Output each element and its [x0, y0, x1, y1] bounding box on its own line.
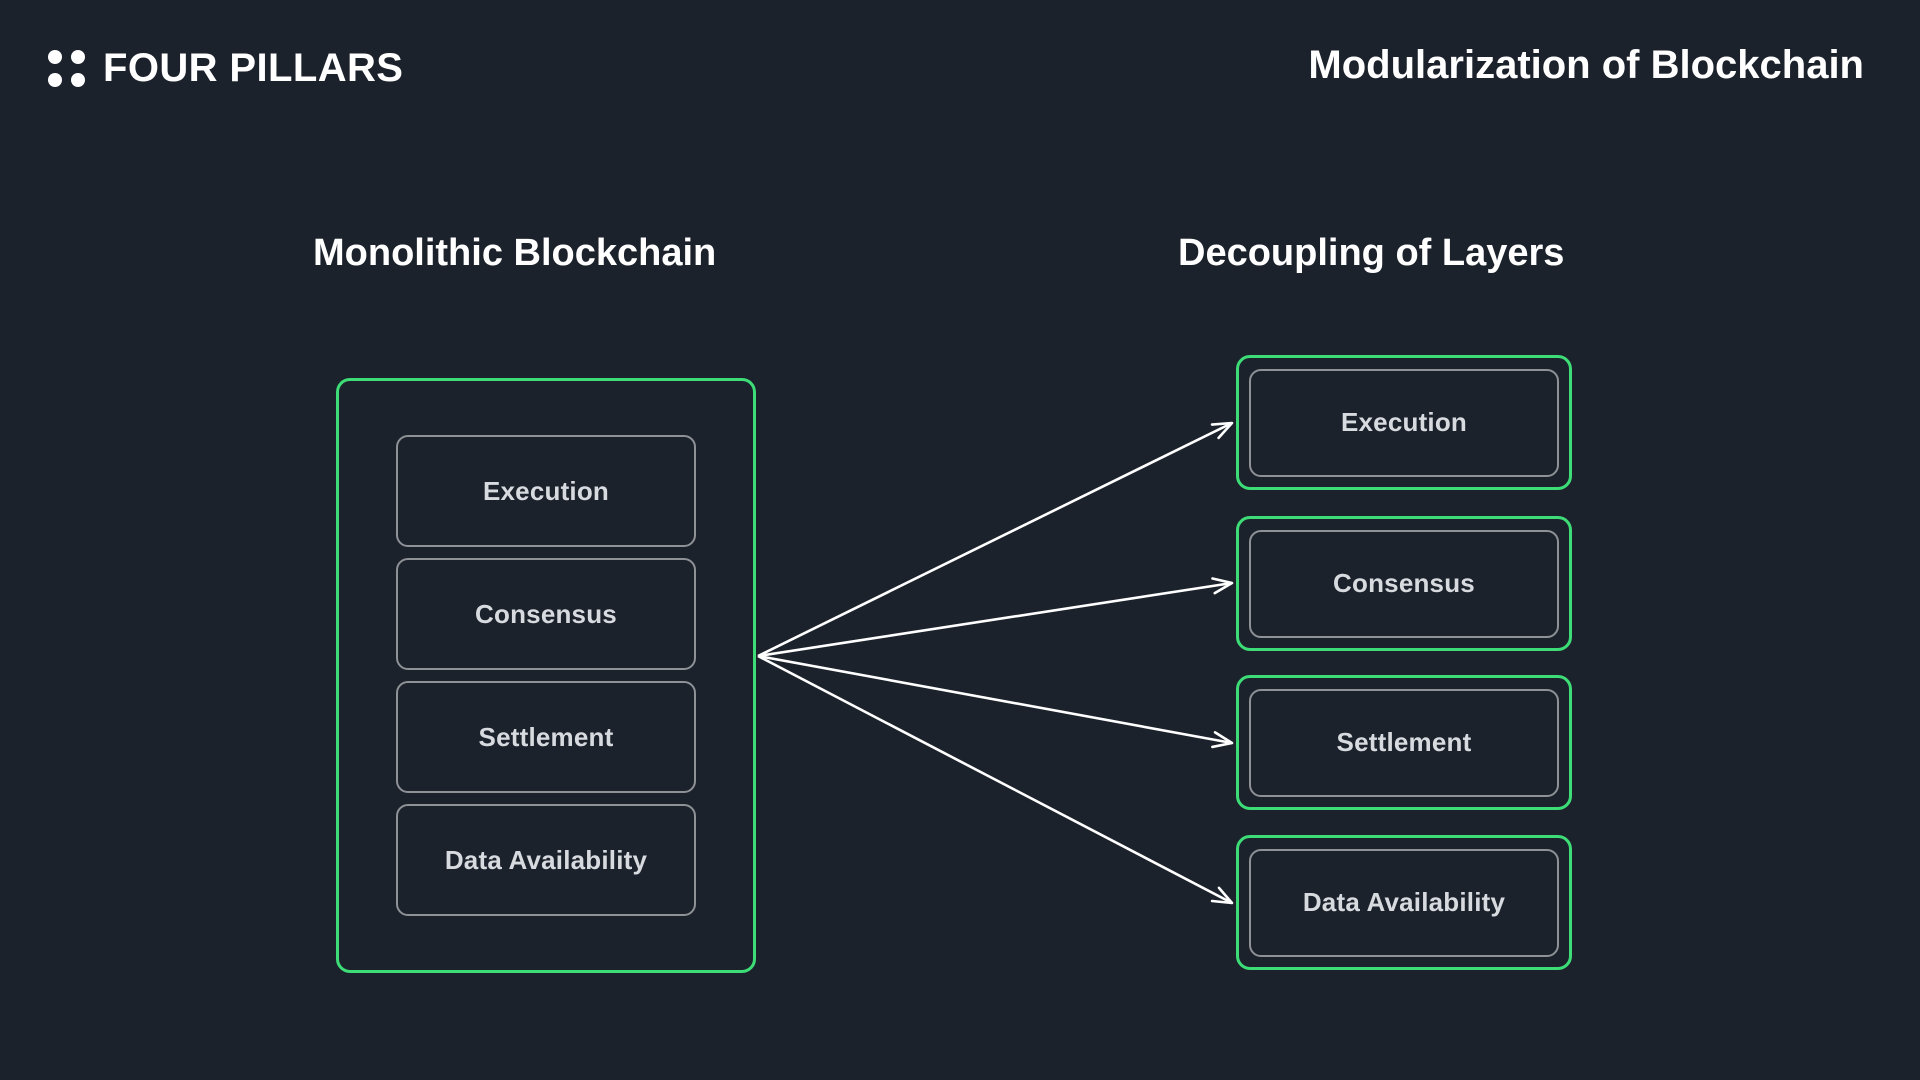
connector-arrow-0	[757, 421, 1234, 658]
connector-arrow-2	[757, 654, 1234, 749]
monolithic-layer-execution: Execution	[396, 435, 696, 547]
connector-arrow-3	[757, 654, 1234, 905]
monolithic-layer-settlement: Settlement	[396, 681, 696, 793]
decoupled-layer-data-availability-label: Data Availability	[1249, 848, 1559, 957]
connector-arrow-1	[757, 577, 1234, 658]
arrow-head-icon	[1210, 421, 1234, 440]
decoupled-layer-consensus: Consensus	[1236, 516, 1572, 651]
deck-title: Modularization of Blockchain	[1308, 43, 1864, 87]
arrow-head-icon	[1211, 577, 1234, 595]
decoupled-layer-consensus-label: Consensus	[1249, 529, 1559, 638]
monolithic-layer-consensus: Consensus	[396, 558, 696, 670]
decoupled-layer-execution-label: Execution	[1249, 368, 1559, 477]
column-heading-monolithic: Monolithic Blockchain	[313, 232, 717, 274]
monolithic-layer-data-availability: Data Availability	[396, 804, 696, 916]
decoupled-layer-execution: Execution	[1236, 355, 1572, 490]
decoupled-layer-settlement-label: Settlement	[1249, 688, 1559, 797]
column-heading-decoupled: Decoupling of Layers	[1178, 232, 1565, 274]
four-dots-icon	[48, 49, 85, 87]
decoupled-layer-settlement: Settlement	[1236, 675, 1572, 810]
brand-logo: FOUR PILLARS	[48, 42, 403, 94]
arrow-head-icon	[1211, 731, 1234, 749]
decoupled-layer-data-availability: Data Availability	[1236, 835, 1572, 970]
monolithic-container: Execution Consensus Settlement Data Avai…	[336, 378, 756, 973]
arrow-head-icon	[1210, 886, 1234, 905]
brand-name: FOUR PILLARS	[103, 46, 404, 90]
